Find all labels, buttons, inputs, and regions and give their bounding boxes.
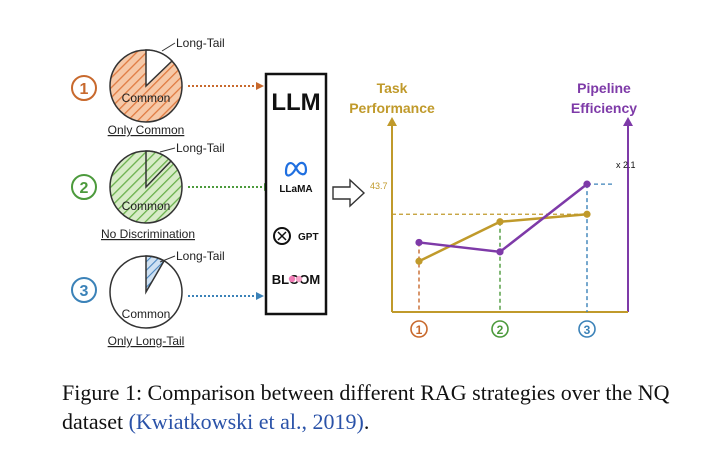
svg-text:1: 1 xyxy=(416,323,423,337)
pie-only-common xyxy=(109,49,183,123)
ref-value-label: 43.7 xyxy=(370,181,388,191)
pie-2-common-label: Common xyxy=(122,199,171,213)
series-2-point-2 xyxy=(496,248,504,256)
pie-3-longtail-label: Long-Tail xyxy=(176,249,225,263)
svg-text:3: 3 xyxy=(584,323,591,337)
strategy-1-num: 1 xyxy=(80,81,89,98)
x-label-3: 3 xyxy=(578,320,596,338)
series-2-point-3 xyxy=(583,180,591,188)
series-1-point-1 xyxy=(415,257,423,265)
series-1-point-2 xyxy=(496,218,504,226)
series-2-point-1 xyxy=(415,238,423,247)
right-axis-title-line2: Efficiency xyxy=(571,100,637,116)
strategy-1-label: Only Common xyxy=(108,123,185,137)
strategy-3-badge xyxy=(71,277,97,303)
llm-box: LLM LLaMA GPT BLOOM xyxy=(264,72,328,316)
strategy-2-label: No Discrimination xyxy=(101,227,195,241)
meta-icon xyxy=(284,161,308,177)
chart: Task Performance Pipeline Efficiency 43.… xyxy=(349,80,637,338)
caption-text: Figure 1: Comparison between different R… xyxy=(62,380,670,434)
left-axis-title-line2: Performance xyxy=(349,100,435,116)
pie-2-longtail-label: Long-Tail xyxy=(176,141,225,155)
pie-1-common-label: Common xyxy=(122,91,171,105)
right-axis-title-line1: Pipeline xyxy=(577,80,631,96)
pie-1-longtail-label: Long-Tail xyxy=(176,36,225,50)
outline-arrow-icon xyxy=(332,178,366,208)
strategy-2: 2 Common Long-Tail No Discrimination xyxy=(71,141,272,241)
pie-3-common-label: Common xyxy=(122,307,171,321)
pie-only-long-tail xyxy=(109,255,183,329)
arrow-1 xyxy=(256,82,264,90)
arrow-3 xyxy=(256,292,264,300)
caption-end: . xyxy=(363,409,370,434)
x-label-2: 2 xyxy=(491,320,509,338)
ratio-label: x 2.1 xyxy=(616,160,636,170)
openai-icon xyxy=(273,227,291,245)
model-gpt: GPT xyxy=(298,232,319,243)
figure-caption: Figure 1: Comparison between different R… xyxy=(62,378,702,436)
svg-text:2: 2 xyxy=(497,323,504,337)
strategy-1: 1 Common Long-Tail Only Common xyxy=(71,36,264,137)
model-llama: LLaMA xyxy=(279,184,312,195)
llm-title: LLM xyxy=(271,89,320,116)
strategy-1-badge xyxy=(71,75,97,101)
pie-no-discrimination xyxy=(109,150,183,224)
series-line-2 xyxy=(418,183,588,254)
strategy-3: 3 Common Long-Tail Only Long-Tail xyxy=(71,249,264,348)
x-label-1: 1 xyxy=(410,320,428,338)
strategy-2-num: 2 xyxy=(80,180,89,197)
figure-diagram: 1 Common Long-Tail Only Common 2 Common … xyxy=(71,36,637,348)
strategy-3-label: Only Long-Tail xyxy=(108,334,185,348)
strategy-3-num: 3 xyxy=(80,283,89,300)
left-axis-title-line1: Task xyxy=(377,80,408,96)
bloom-flower-icon xyxy=(288,275,303,283)
strategy-2-badge xyxy=(71,174,97,200)
series-1-point-3 xyxy=(583,210,591,218)
caption-citation-link[interactable]: (Kwiatkowski et al., 2019) xyxy=(128,409,364,434)
